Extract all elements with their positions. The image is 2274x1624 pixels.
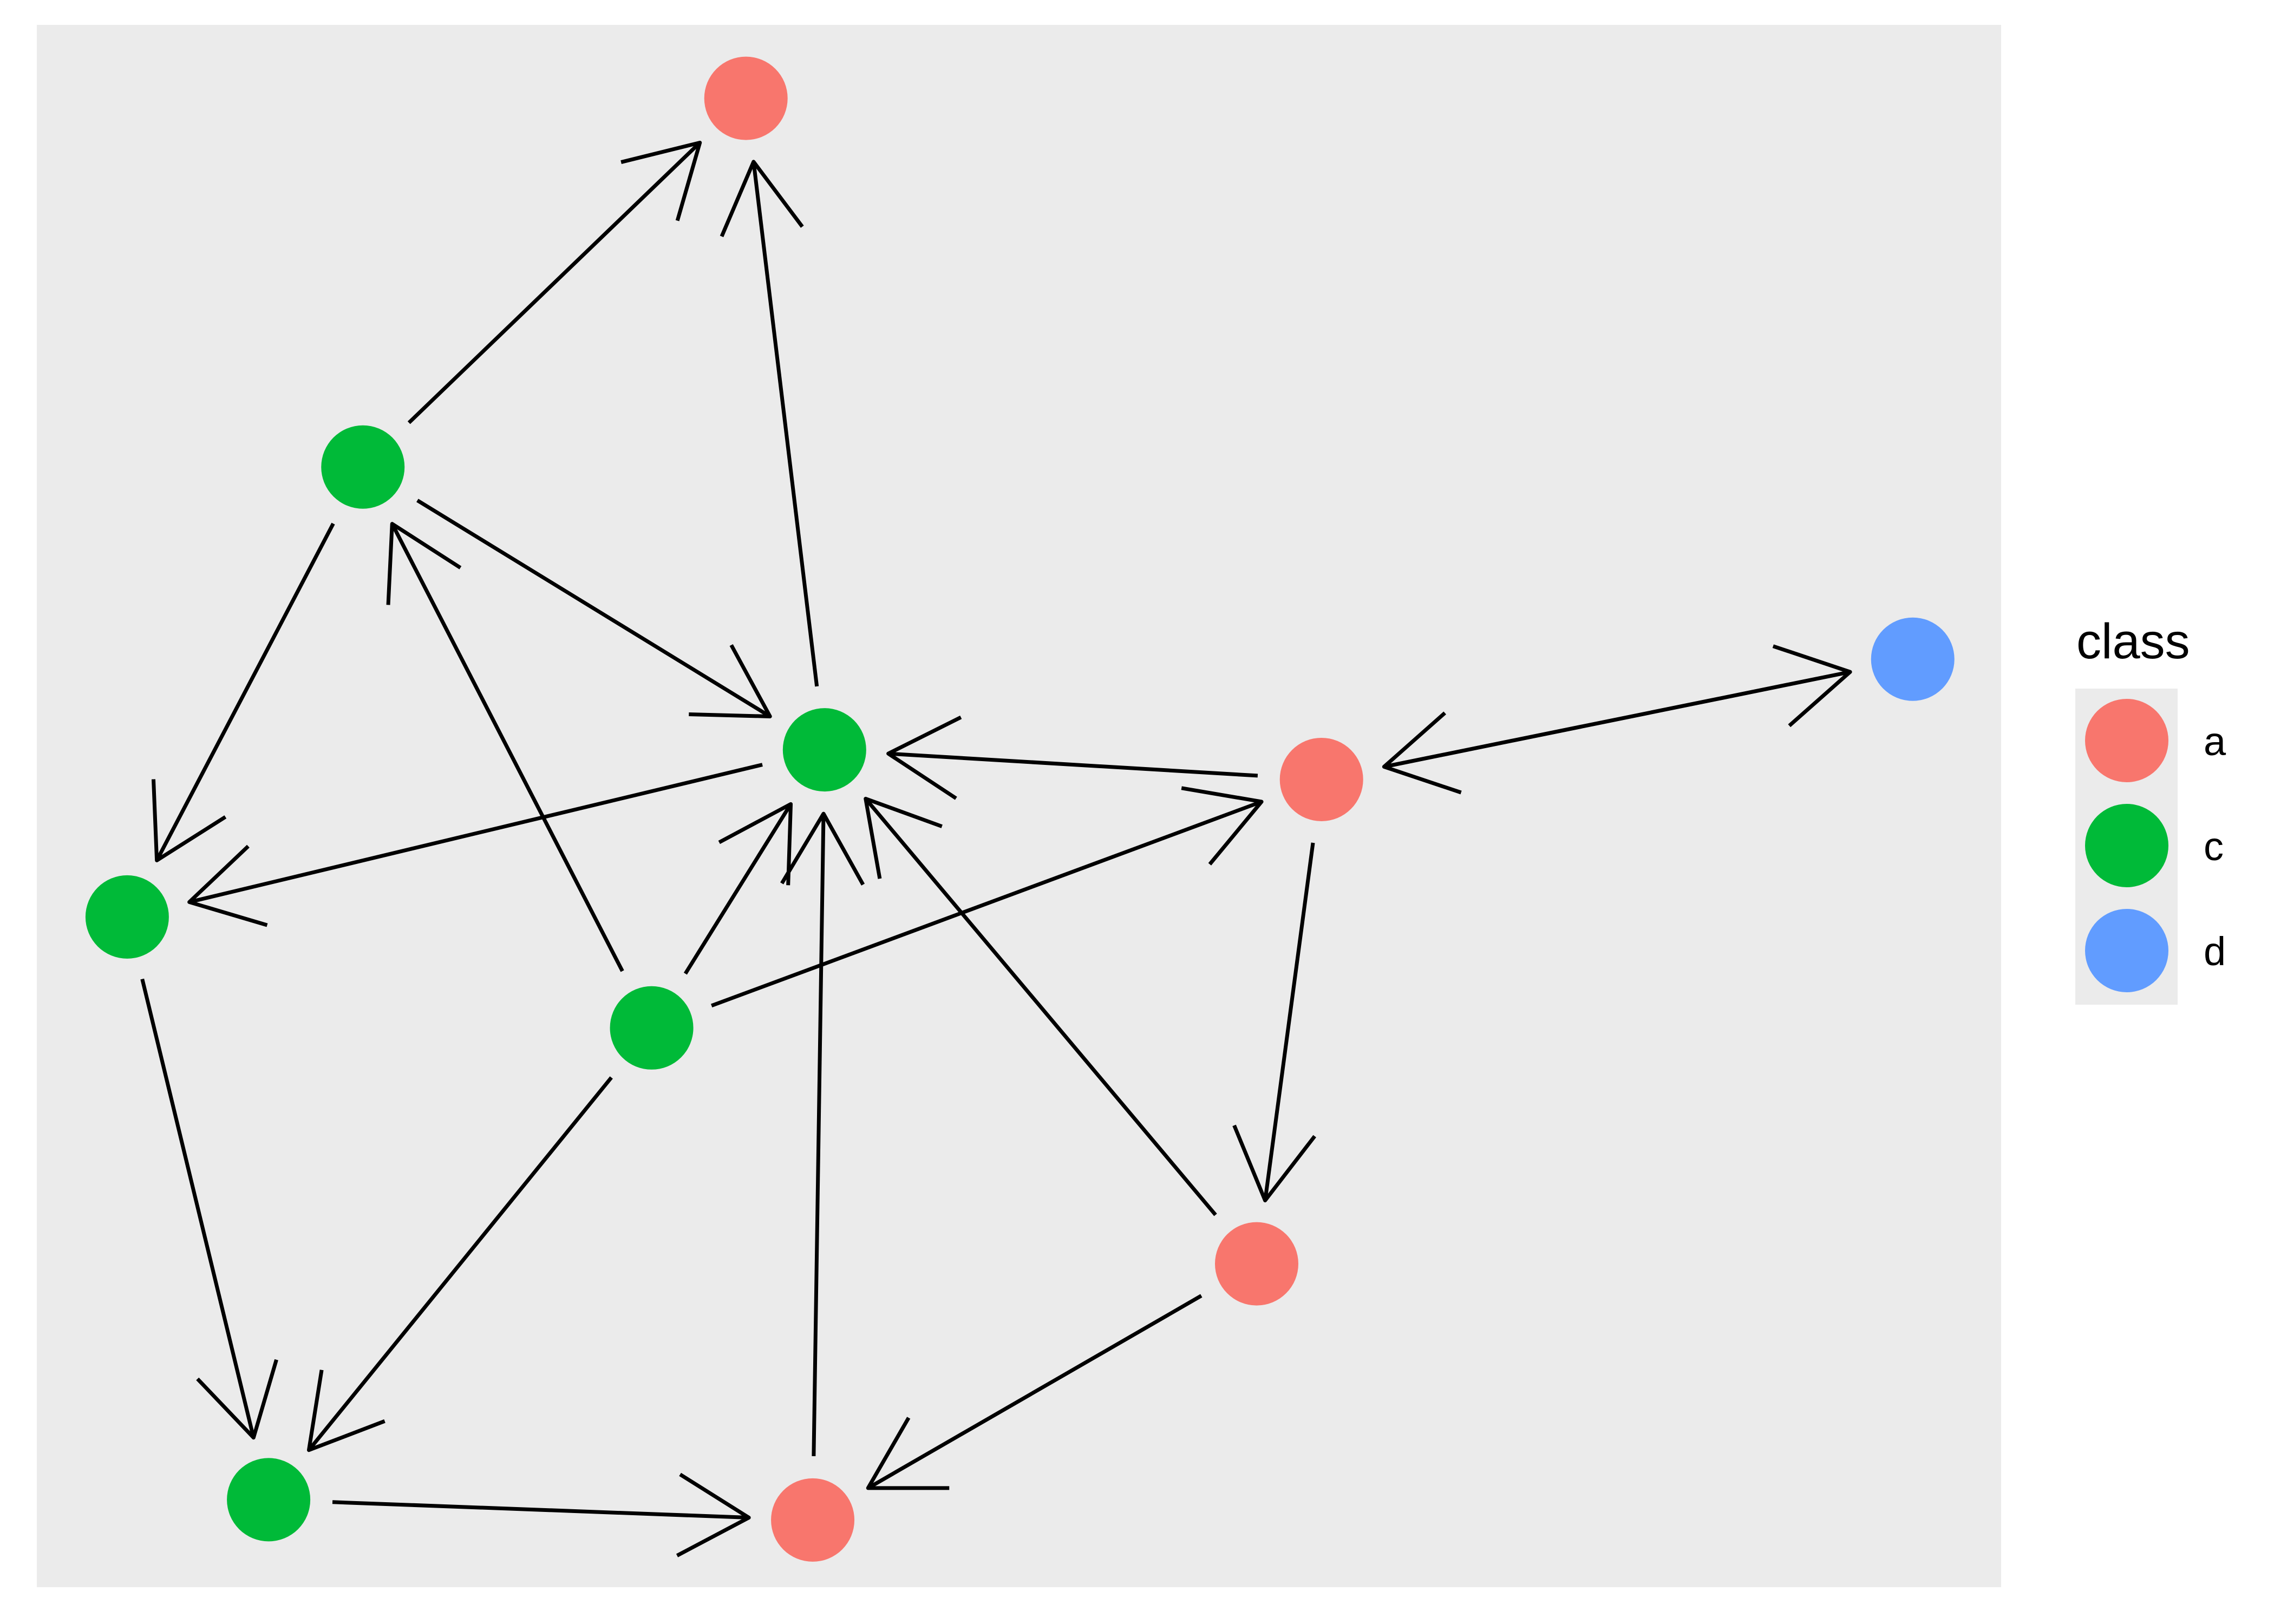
edge-line — [1383, 670, 1851, 769]
node-n1-class-a — [704, 56, 788, 140]
legend-key-a — [2085, 699, 2168, 782]
edge-n2-to-n6 — [151, 522, 335, 862]
legend-title: class — [2076, 614, 2190, 669]
edge-n6-to-n9 — [140, 978, 278, 1440]
arrowhead-icon — [886, 715, 962, 800]
arrowhead-icon — [864, 796, 943, 879]
edge-n5-to-n4 — [1382, 670, 1851, 795]
arrowhead-icon — [1232, 1124, 1316, 1203]
node-n3-class-c — [782, 708, 866, 792]
legend-label-a: a — [2204, 719, 2226, 764]
node-n7-class-c — [610, 986, 694, 1070]
edge-line — [710, 800, 1263, 1008]
edge-line — [752, 161, 819, 687]
node-n2-class-c — [321, 425, 405, 509]
edge-line — [683, 803, 793, 975]
arrowhead-icon — [386, 522, 462, 605]
edge-n2-to-n3 — [416, 499, 772, 718]
edge-n7-to-n9 — [306, 1076, 613, 1452]
edge-line — [332, 1500, 749, 1520]
edge-line — [390, 523, 624, 972]
node-n8-class-a — [1214, 1222, 1298, 1306]
legend-key-c — [2085, 804, 2168, 887]
edges-layer — [140, 140, 1852, 1557]
edge-line — [140, 978, 256, 1438]
edge-n7-to-n2 — [386, 522, 624, 972]
legend-label-c: c — [2204, 824, 2224, 869]
edge-n4-to-n3 — [886, 715, 1258, 800]
arrowhead-icon — [689, 644, 772, 718]
edge-line — [307, 1076, 613, 1451]
arrowhead-icon — [676, 1472, 751, 1557]
edge-line — [155, 522, 335, 862]
edge-n7-to-n4 — [710, 786, 1264, 1008]
edge-n4-to-n8 — [1232, 842, 1316, 1203]
edge-line — [188, 763, 763, 904]
legend-label-d: d — [2204, 929, 2226, 974]
edge-line — [407, 141, 702, 424]
arrowhead-icon — [1382, 711, 1462, 795]
nodes-layer — [85, 56, 1955, 1562]
node-n6-class-c — [85, 875, 169, 959]
edge-line — [867, 1294, 1203, 1490]
node-n5-class-d — [1871, 617, 1955, 701]
arrowhead-icon — [196, 1359, 278, 1440]
legend: class a c d — [2075, 614, 2226, 1005]
arrowhead-icon — [1181, 786, 1264, 866]
edge-n7-to-n3 — [683, 802, 793, 975]
edge-line — [864, 797, 1217, 1216]
edge-line — [812, 814, 826, 1456]
plot-panel — [37, 25, 2001, 1587]
arrowhead-icon — [306, 1370, 385, 1452]
edge-n8-to-n10 — [866, 1294, 1203, 1490]
arrowhead-icon — [151, 779, 227, 862]
arrowhead-icon — [620, 140, 702, 221]
arrowhead-icon — [720, 160, 804, 238]
arrowhead-icon — [187, 844, 268, 927]
edge-line — [1263, 842, 1315, 1201]
arrowhead-icon — [866, 1417, 950, 1490]
edge-line — [888, 751, 1258, 778]
edge-n2-to-n1 — [407, 140, 702, 424]
edge-n8-to-n3 — [864, 796, 1217, 1216]
edge-n10-to-n3 — [780, 811, 865, 1456]
arrowhead-icon — [780, 811, 865, 886]
node-n9-class-c — [227, 1458, 311, 1542]
legend-key-d — [2085, 909, 2168, 992]
edge-n3-to-n6 — [187, 763, 763, 927]
edge-n3-to-n1 — [720, 160, 819, 687]
edge-n9-to-n10 — [332, 1472, 751, 1557]
node-n10-class-a — [771, 1478, 855, 1562]
node-n4-class-a — [1279, 737, 1363, 821]
arrowhead-icon — [718, 802, 793, 886]
edge-line — [416, 499, 772, 718]
